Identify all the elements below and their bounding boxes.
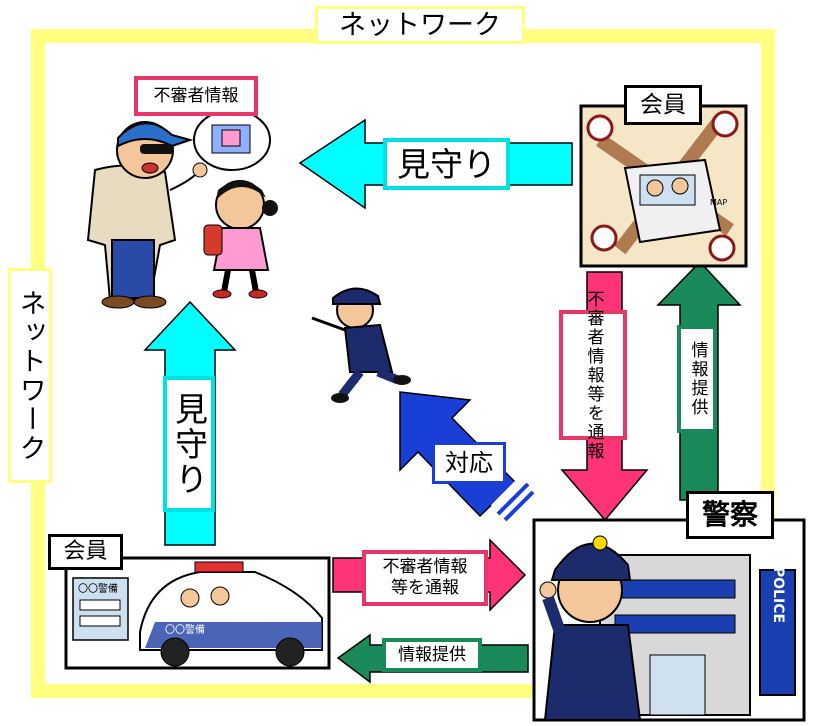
report-label-vertical: 不審者情報等を通報 <box>559 290 627 461</box>
police-picture: POLICE <box>532 518 806 722</box>
member-label-bottom: 会員 <box>48 534 123 570</box>
member-bottom-picture: 〇〇警備 〇〇警備 <box>64 556 331 670</box>
network-label-top: ネットワーク <box>315 6 525 44</box>
report-label-line2: 等を通報 <box>391 578 459 598</box>
building-sign: 〇〇警備 <box>78 582 118 595</box>
member-top-picture: MAP <box>579 104 748 268</box>
map-label: MAP <box>710 198 727 207</box>
watch-label-left: 見守り <box>163 376 215 512</box>
police-label: 警察 <box>686 491 774 539</box>
suspicious-person-illustration <box>86 109 278 309</box>
police-sign: POLICE <box>770 567 786 623</box>
network-label-left: ネットワーク <box>8 268 52 483</box>
info-label-horizontal: 情報提供 <box>382 638 482 672</box>
response-label: 対応 <box>432 442 506 484</box>
running-officer-illustration <box>311 287 411 403</box>
suspicious-info-label: 不審者情報 <box>134 76 258 116</box>
report-label-line1: 不審者情報 <box>382 556 468 577</box>
report-label-horizontal: 不審者情報 等を通報 <box>362 550 488 606</box>
member-label-top: 会員 <box>624 85 702 125</box>
watch-label-top: 見守り <box>383 138 510 190</box>
info-label-vertical: 情報提供 <box>677 325 717 433</box>
car-sign: 〇〇警備 <box>165 623 205 636</box>
